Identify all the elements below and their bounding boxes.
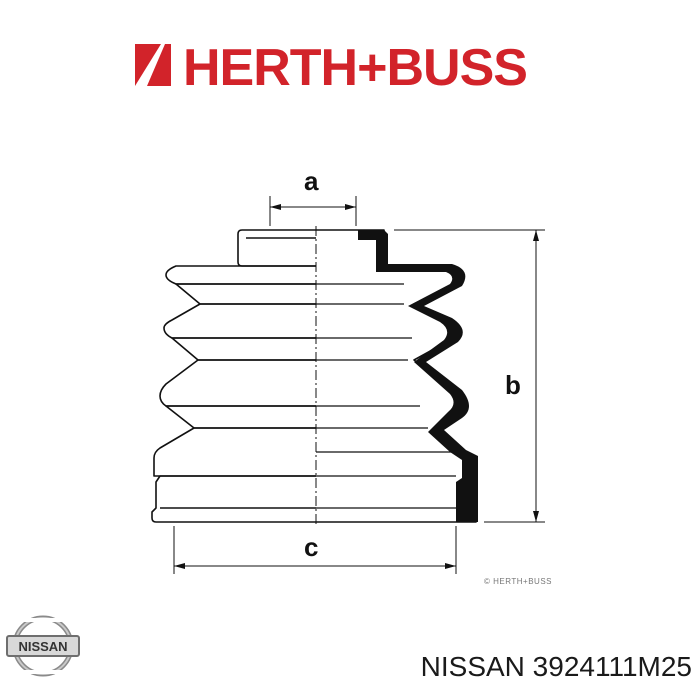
logo-mark-triangle — [135, 44, 161, 86]
convolution-1-lower — [175, 283, 316, 305]
dim-c-arrow-left — [174, 563, 185, 569]
caption-part-number: 3924111M25 — [532, 651, 692, 682]
brand-wordmark: HERTH+BUSS — [183, 40, 527, 90]
dimension-b — [394, 229, 545, 523]
boot-wall-section — [358, 230, 478, 522]
copyright-icon: © — [484, 577, 491, 586]
dimension-a — [269, 196, 357, 226]
dim-b-arrow-bottom — [533, 511, 539, 522]
herth-buss-logo: HERTH+BUSS — [135, 40, 528, 90]
dimension-label-a: a — [304, 166, 319, 196]
dimension-label-b: b — [505, 370, 521, 400]
logo-mark-bar — [147, 44, 171, 86]
convolution-3-lower — [165, 405, 316, 429]
nissan-logo-icon: NISSAN — [6, 615, 80, 677]
dimension-label-c: c — [304, 532, 318, 562]
dim-a-arrow-left — [270, 204, 281, 210]
boot-convolution-2 — [163, 303, 316, 339]
dim-c-arrow-right — [445, 563, 456, 569]
diagram-watermark: © HERTH+BUSS — [484, 577, 552, 586]
nissan-logo-text: NISSAN — [18, 639, 67, 654]
dim-b-arrow-top — [533, 230, 539, 241]
dim-a-arrow-right — [345, 204, 356, 210]
boot-convolution-1 — [165, 265, 316, 285]
watermark-text: HERTH+BUSS — [493, 577, 553, 586]
boot-small-collar — [237, 229, 316, 267]
boot-convolution-3 — [159, 359, 316, 407]
convolution-2-lower — [171, 337, 316, 361]
boot-large-collar — [151, 475, 316, 523]
caption-make: NISSAN — [420, 651, 525, 682]
part-number-caption: NISSAN 3924111M25 — [421, 651, 692, 683]
boot-convolution-4 — [153, 427, 316, 477]
